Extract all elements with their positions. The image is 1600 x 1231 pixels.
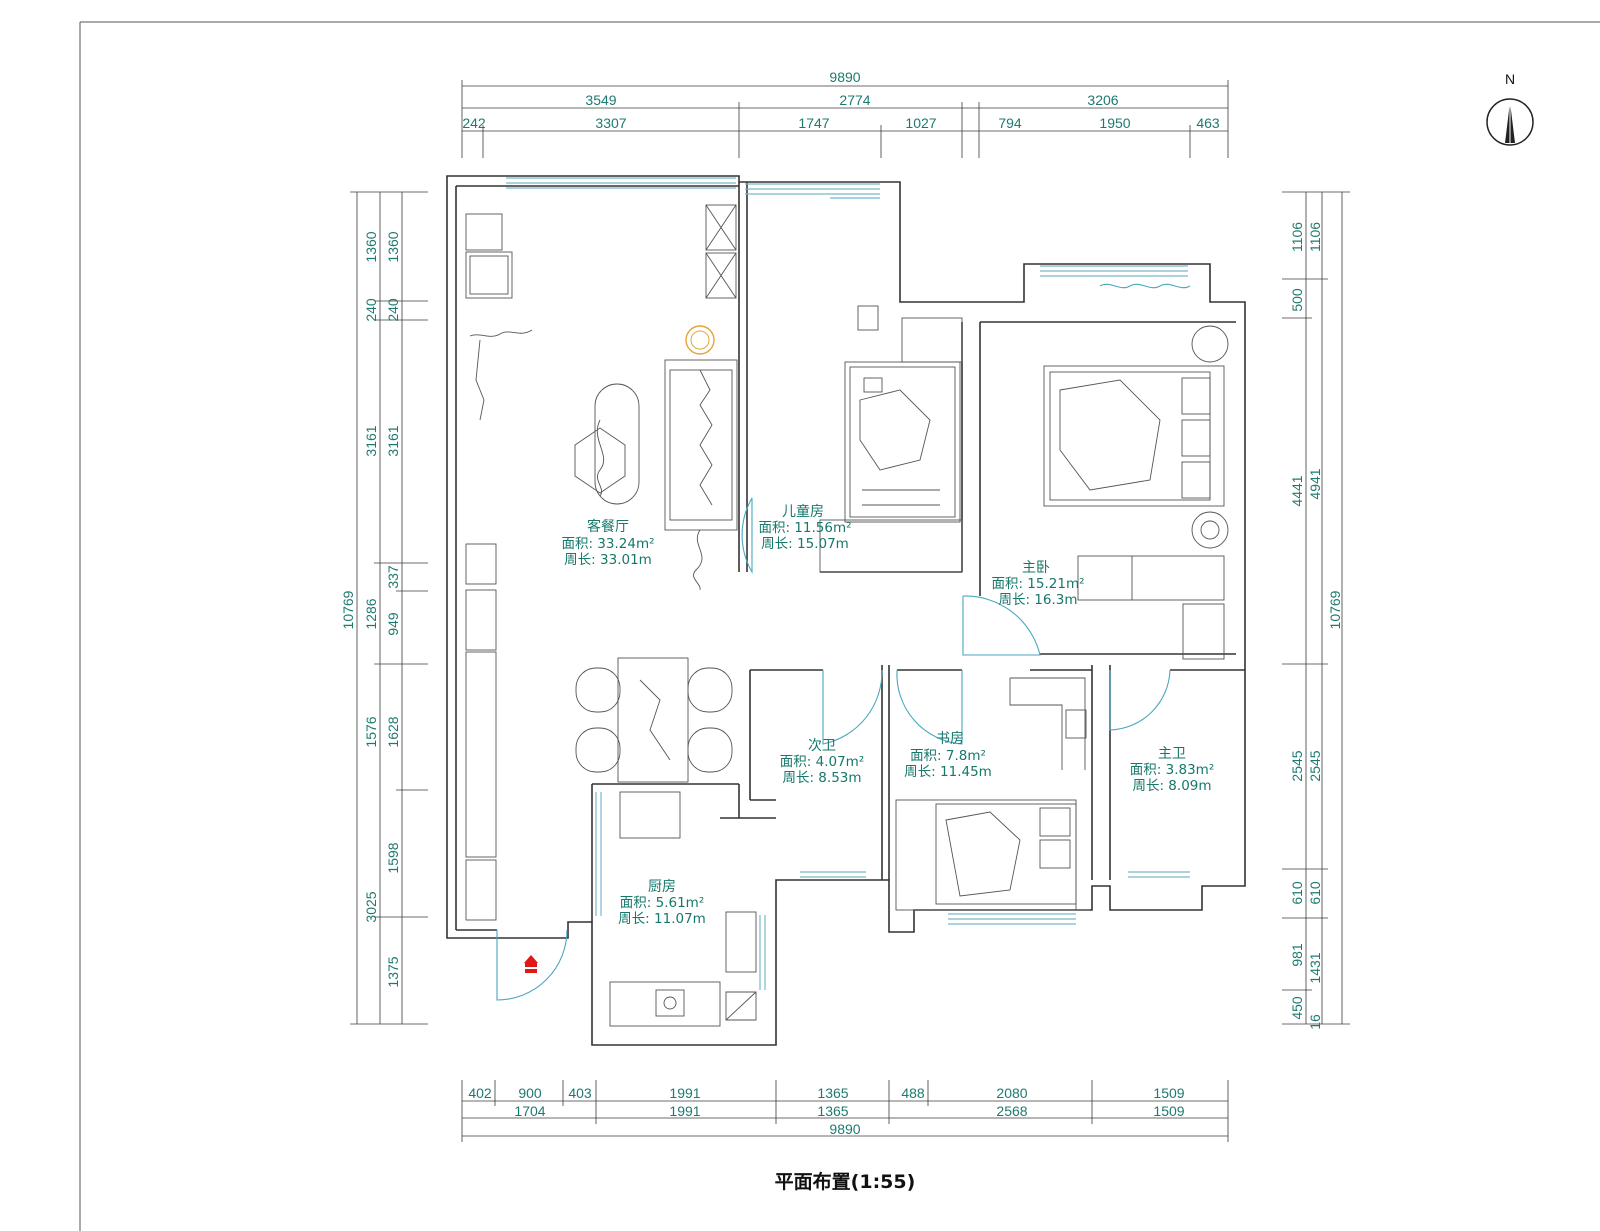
dim-right-detail-3: 4441: [1289, 475, 1305, 506]
north-label: N: [1505, 71, 1515, 87]
dim-top-detail-4: 1027: [905, 115, 936, 131]
room-area: 面积: 4.07m²: [780, 754, 864, 770]
dim-right-detail-1: 1106: [1289, 222, 1305, 252]
exterior-walls: [446, 175, 1246, 1046]
kids-room-furniture: [819, 305, 963, 573]
room-perimeter: 周长: 15.07m: [761, 536, 849, 552]
dimension-lines: [350, 80, 1350, 1142]
north-arrow-icon: [1486, 98, 1534, 146]
dim-left-mid-5: 1576: [363, 716, 379, 747]
drawing-title: 平面布置(1:55): [775, 1170, 916, 1193]
dim-right-mid-2: 4941: [1307, 468, 1323, 499]
dimension-labels: 9890 3549 2774 3206 242 3307 1747 1027 7…: [340, 69, 1343, 1137]
room-area: 面积: 33.24m²: [561, 536, 654, 552]
entry-arrow-icon: [524, 955, 538, 973]
dim-bottom-detail-3: 403: [568, 1085, 592, 1101]
dim-bottom-mid-1: 1704: [514, 1103, 545, 1119]
room-name: 次卫: [808, 738, 836, 754]
kitchen-furniture: [609, 791, 757, 1027]
dim-left-mid-2: 240: [363, 298, 379, 322]
dim-right-detail-5: 610: [1289, 881, 1305, 905]
interior-walls: [591, 182, 1245, 922]
dim-right-total: 10769: [1327, 590, 1343, 629]
living-room-furniture: [465, 204, 738, 921]
dim-bottom-mid-2: 1991: [669, 1103, 700, 1119]
room-area: 面积: 11.56m²: [758, 520, 851, 536]
dim-left-detail-6: 1628: [385, 716, 401, 747]
dim-bottom-mid-4: 2568: [996, 1103, 1027, 1119]
room-area: 面积: 5.61m²: [620, 895, 704, 911]
room-perimeter: 周长: 16.3m: [998, 592, 1077, 608]
room-area: 面积: 15.21m²: [991, 576, 1084, 592]
dim-bottom-detail-7: 2080: [996, 1085, 1027, 1101]
room-name: 儿童房: [782, 503, 824, 520]
dim-top-mid-1: 3549: [585, 92, 616, 108]
dim-right-mid-6: 16: [1307, 1014, 1323, 1030]
room-label-living: 客餐厅 面积: 33.24m² 周长: 33.01m: [561, 518, 654, 568]
dim-bottom-detail-6: 488: [901, 1085, 925, 1101]
dim-top-detail-6: 1950: [1099, 115, 1130, 131]
room-name: 主卧: [1022, 560, 1050, 576]
room-name: 厨房: [648, 879, 676, 895]
dim-left-detail-8: 1375: [385, 956, 401, 987]
dim-top-mid-3: 3206: [1087, 92, 1118, 108]
dim-left-detail-1: 1360: [385, 231, 401, 262]
dim-top-total: 9890: [829, 69, 860, 85]
room-label-bath1: 主卫 面积: 3.83m² 周长: 8.09m: [1130, 746, 1214, 794]
dim-left-detail-5: 949: [385, 612, 401, 636]
room-perimeter: 周长: 11.07m: [618, 911, 706, 927]
dim-top-detail-2: 3307: [595, 115, 626, 131]
room-perimeter: 周长: 33.01m: [564, 552, 652, 568]
room-perimeter: 周长: 8.53m: [782, 770, 861, 786]
dim-bottom-total: 9890: [829, 1121, 860, 1137]
room-label-master: 主卧 面积: 15.21m² 周长: 16.3m: [991, 560, 1084, 608]
dim-top-mid-2: 2774: [839, 92, 870, 108]
dim-bottom-detail-1: 402: [468, 1085, 492, 1101]
dim-right-detail-7: 450: [1289, 996, 1305, 1020]
dim-bottom-detail-5: 1365: [817, 1085, 848, 1101]
dim-top-detail-5: 794: [998, 115, 1022, 131]
dim-left-detail-3: 3161: [385, 425, 401, 456]
dim-left-mid-4: 1286: [363, 598, 379, 629]
dim-right-mid-1: 1106: [1307, 222, 1323, 252]
dim-right-detail-6: 981: [1289, 943, 1305, 967]
dim-left-total: 10769: [340, 590, 356, 629]
dim-top-detail-7: 463: [1196, 115, 1220, 131]
room-name: 主卫: [1158, 746, 1186, 762]
dim-left-detail-7: 1598: [385, 842, 401, 873]
dim-left-detail-2: 240: [385, 298, 401, 322]
room-name: 书房: [936, 731, 964, 747]
dim-right-mid-4: 610: [1307, 881, 1323, 905]
dim-left-mid-1: 1360: [363, 231, 379, 262]
study-furniture: [895, 677, 1090, 911]
dim-left-mid-6: 3025: [363, 891, 379, 922]
room-label-kids: 儿童房 面积: 11.56m² 周长: 15.07m: [758, 503, 851, 552]
dim-top-detail-1: 242: [462, 115, 486, 131]
master-bedroom-furniture: [1043, 325, 1229, 660]
dim-top-detail-3: 1747: [798, 115, 829, 131]
dim-bottom-mid-5: 1509: [1153, 1103, 1184, 1119]
room-label-study: 书房 面积: 7.8m² 周长: 11.45m: [904, 731, 992, 780]
dim-right-mid-3: 2545: [1307, 750, 1323, 781]
dim-left-mid-3: 3161: [363, 425, 379, 456]
dim-bottom-mid-3: 1365: [817, 1103, 848, 1119]
doors: [496, 197, 1191, 1001]
dim-bottom-detail-2: 900: [518, 1085, 542, 1101]
room-area: 面积: 3.83m²: [1130, 762, 1214, 778]
room-perimeter: 周长: 8.09m: [1132, 778, 1211, 794]
room-label-kitchen: 厨房 面积: 5.61m² 周长: 11.07m: [618, 879, 706, 927]
dim-left-detail-4: 337: [385, 565, 401, 589]
room-name: 客餐厅: [587, 518, 629, 535]
dim-right-mid-5: 1431: [1307, 952, 1323, 983]
room-perimeter: 周长: 11.45m: [904, 764, 992, 780]
dim-right-detail-2: 500: [1289, 288, 1305, 312]
room-label-bath2: 次卫 面积: 4.07m² 周长: 8.53m: [780, 738, 864, 786]
dim-right-detail-4: 2545: [1289, 750, 1305, 781]
dim-bottom-detail-8: 1509: [1153, 1085, 1184, 1101]
windows: [506, 177, 1190, 990]
dim-bottom-detail-4: 1991: [669, 1085, 700, 1101]
sheet-frame: [79, 21, 1600, 1231]
room-area: 面积: 7.8m²: [910, 748, 986, 764]
